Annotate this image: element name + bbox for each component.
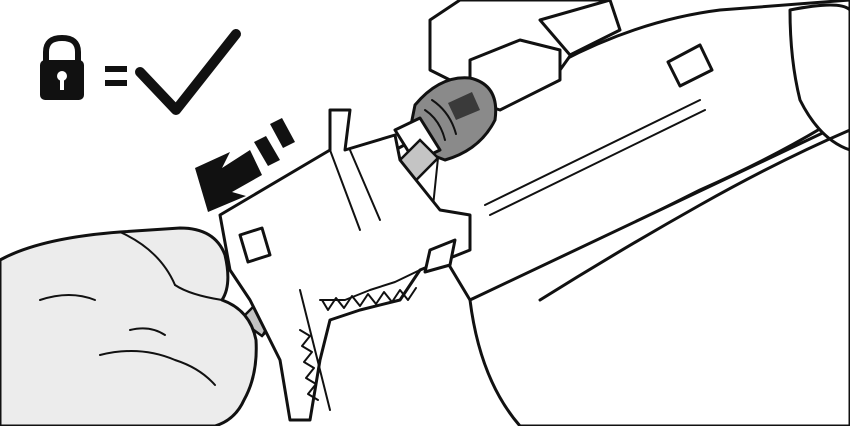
padlock-icon xyxy=(40,38,84,100)
hand xyxy=(0,228,256,426)
equals-sign-icon xyxy=(105,66,127,86)
checkmark-icon xyxy=(140,34,236,110)
